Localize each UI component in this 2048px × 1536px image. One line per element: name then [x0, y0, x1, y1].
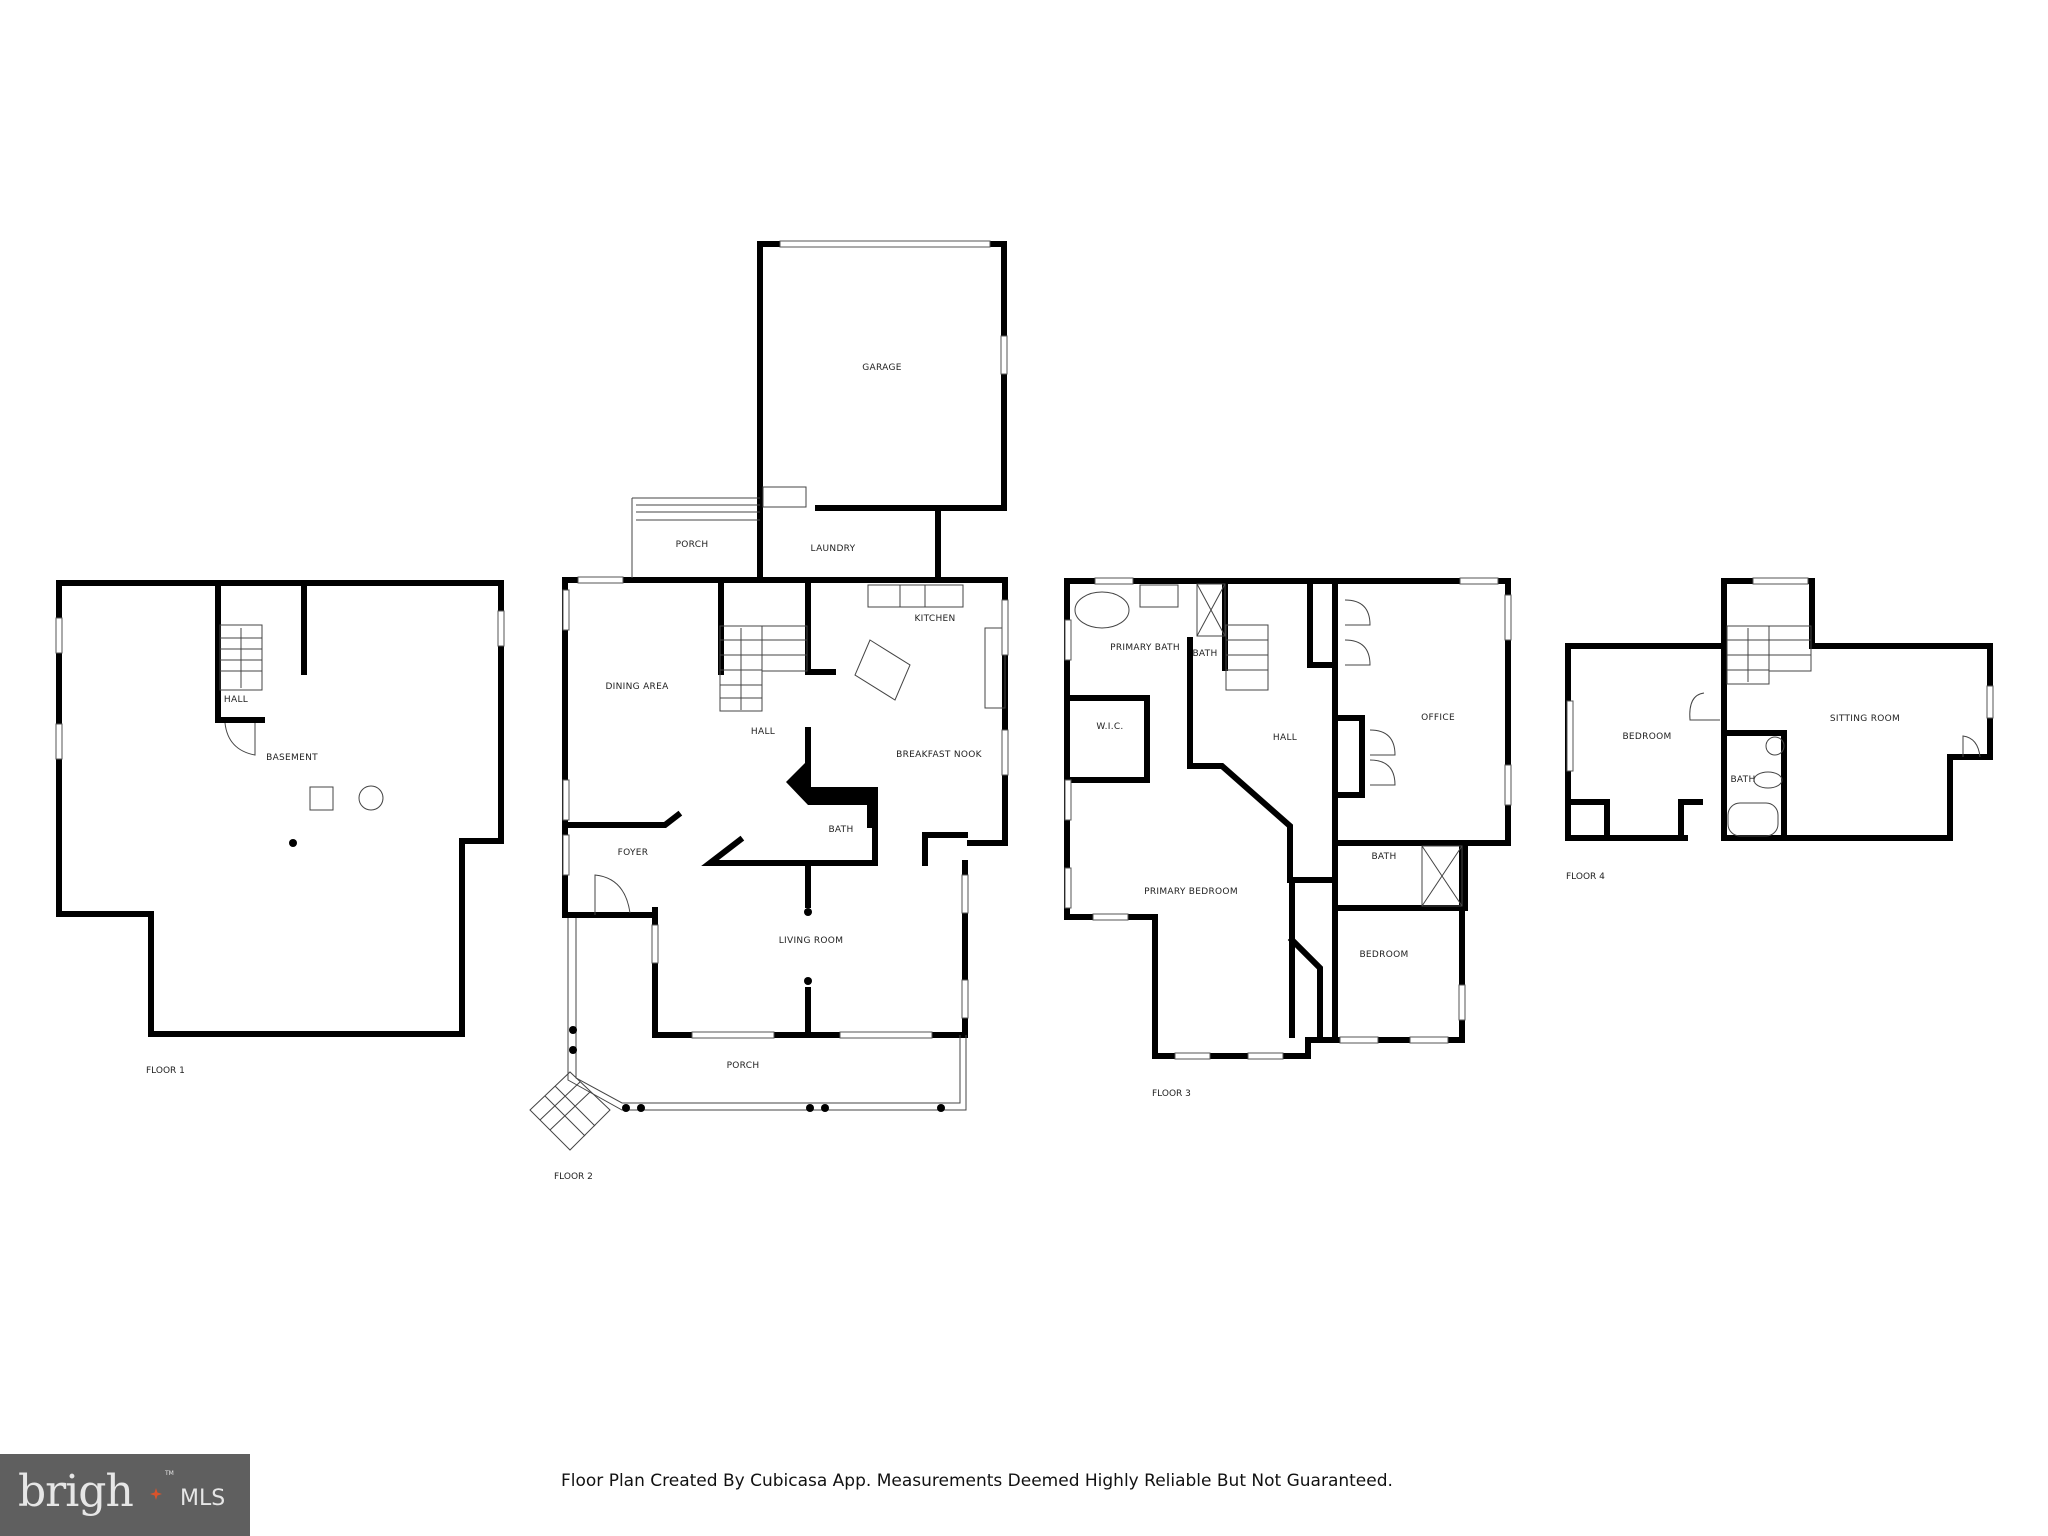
floor-label-4: FLOOR 4: [1566, 872, 1605, 882]
disclaimer-caption: Floor Plan Created By Cubicasa App. Meas…: [561, 1471, 1393, 1491]
room-label-bath: BATH: [1192, 649, 1218, 659]
floor-4-walls: [1565, 578, 1993, 841]
room-label-back-porch: PORCH: [675, 540, 709, 550]
room-label-kitchen: KITCHEN: [914, 614, 956, 624]
room-label-hall: HALL: [1272, 733, 1298, 743]
room-label-primary-bath: PRIMARY BATH: [1110, 643, 1180, 653]
room-label-primary-bedroom: PRIMARY BEDROOM: [1144, 887, 1238, 897]
room-label-living-room: LIVING ROOM: [778, 936, 844, 946]
logo-star-icon: [150, 1488, 162, 1500]
floor-1-walls: [56, 580, 504, 1037]
room-label-bath: BATH: [1730, 775, 1756, 785]
room-label-foyer: FOYER: [617, 848, 649, 858]
room-label-bedroom: BEDROOM: [1359, 950, 1409, 960]
room-label-laundry: LAUNDRY: [810, 544, 856, 554]
room-label-dining-area: DINING AREA: [605, 682, 669, 692]
floor-label-1: FLOOR 1: [146, 1066, 185, 1076]
logo-wordmark: brigh: [18, 1466, 134, 1517]
room-label-hall: HALL: [223, 695, 249, 705]
bright-mls-logo: brigh TM MLS: [0, 1454, 250, 1536]
room-label-office: OFFICE: [1421, 713, 1455, 723]
room-label-bedroom: BEDROOM: [1622, 732, 1672, 742]
room-label-sitting-room: SITTING ROOM: [1829, 714, 1901, 724]
room-label-garage: GARAGE: [862, 363, 902, 373]
floor-label-2: FLOOR 2: [554, 1172, 593, 1182]
room-label-front-porch: PORCH: [726, 1061, 760, 1071]
logo-mls: MLS: [180, 1486, 226, 1511]
floor-label-3: FLOOR 3: [1152, 1089, 1191, 1099]
room-label-bath-2: BATH: [1371, 852, 1397, 862]
room-label-wic: W.I.C.: [1096, 722, 1124, 732]
room-label-hall: HALL: [750, 727, 776, 737]
room-label-breakfast-nook: BREAKFAST NOOK: [896, 750, 982, 760]
logo-trademark: TM: [165, 1470, 174, 1477]
room-label-bath: BATH: [828, 825, 854, 835]
room-label-basement: BASEMENT: [266, 753, 318, 763]
